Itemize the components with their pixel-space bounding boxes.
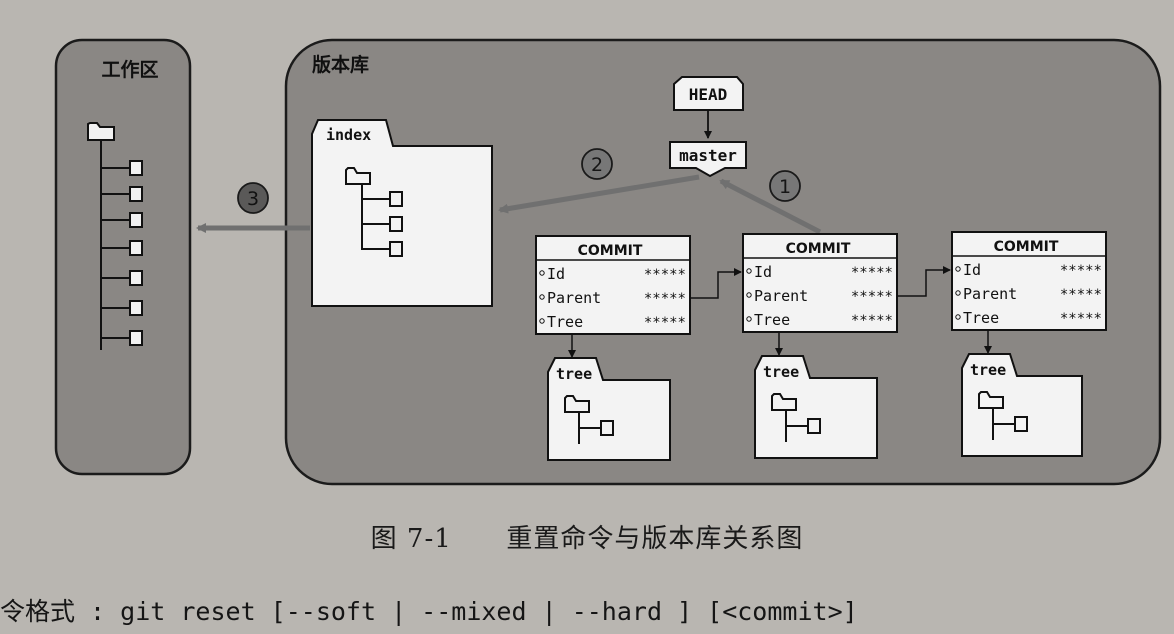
- tree-folder: tree: [961, 353, 1083, 457]
- file-icon: [129, 330, 143, 346]
- file-icon: [129, 212, 143, 228]
- index-label: index: [326, 126, 371, 144]
- file-icon: [389, 241, 403, 257]
- commit-field-name: Id: [547, 265, 565, 283]
- figure-title: 重置命令与版本库关系图: [506, 524, 804, 554]
- commit-field-value: *****: [851, 265, 893, 281]
- file-icon: [129, 300, 143, 316]
- index-folder: index: [311, 119, 493, 307]
- commit-field-name: Id: [754, 263, 772, 281]
- tree-folder: tree: [754, 355, 878, 459]
- workspace-files: [101, 160, 143, 346]
- commit-title: COMMIT: [994, 239, 1059, 255]
- commit-field-value: *****: [851, 289, 893, 305]
- file-icon: [389, 191, 403, 207]
- file-icon: [129, 270, 143, 286]
- workspace-label: 工作区: [101, 58, 158, 81]
- commit-box: COMMIT Id ***** Parent ***** Tree *****: [951, 231, 1107, 331]
- folder-icon: [978, 391, 1004, 409]
- head-label: HEAD: [689, 85, 728, 104]
- commit-field-value: *****: [1060, 287, 1102, 303]
- commit-field-name: Tree: [963, 309, 999, 327]
- commit-field-value: *****: [851, 313, 893, 329]
- svg-text:1: 1: [779, 176, 791, 198]
- head-pointer: HEAD: [673, 76, 744, 111]
- parent-link-arrow: [690, 268, 742, 299]
- file-icon: [600, 420, 614, 436]
- repository-panel: 版本库: [284, 38, 1162, 486]
- commit-field-value: *****: [1060, 263, 1102, 279]
- master-branch: master: [669, 141, 747, 178]
- figure-caption: 图 7-1 重置命令与版本库关系图: [0, 518, 1174, 555]
- commit-box: COMMIT Id ***** Parent ***** Tree *****: [535, 235, 691, 335]
- commit-field-value: *****: [644, 291, 686, 307]
- commit-title: COMMIT: [578, 243, 643, 259]
- commit-field-name: Id: [963, 261, 981, 279]
- step-3-badge: 3: [237, 182, 269, 214]
- file-icon: [129, 186, 143, 202]
- folder-icon: [771, 393, 797, 411]
- folder-icon: [564, 395, 590, 413]
- file-icon: [129, 160, 143, 176]
- commit-field-name: Tree: [754, 311, 790, 329]
- repository-label: 版本库: [312, 53, 369, 76]
- workspace-panel: 工作区: [54, 38, 192, 476]
- step-1-arrow: [719, 178, 822, 235]
- tree-label: tree: [970, 361, 1006, 379]
- commit-field-value: *****: [644, 315, 686, 331]
- step-2-arrow: [498, 174, 700, 214]
- commit-field-name: Parent: [963, 285, 1017, 303]
- workspace-tree: [87, 122, 143, 350]
- step-1-badge: 1: [769, 170, 801, 202]
- commit-field-value: *****: [1060, 311, 1102, 327]
- master-label: master: [679, 146, 737, 165]
- file-icon: [807, 418, 821, 434]
- file-icon: [1014, 416, 1028, 432]
- step-2-badge: 2: [581, 148, 613, 180]
- file-icon: [389, 216, 403, 232]
- commit-field-name: Parent: [547, 289, 601, 307]
- svg-text:2: 2: [591, 154, 603, 176]
- folder-icon: [345, 167, 371, 185]
- commit-field-name: Tree: [547, 313, 583, 331]
- parent-link-arrow: [897, 266, 951, 297]
- svg-text:3: 3: [247, 188, 259, 210]
- tree-folder: tree: [547, 357, 671, 461]
- commit-title: COMMIT: [786, 241, 851, 257]
- tree-label: tree: [763, 363, 799, 381]
- commit-field-value: *****: [644, 267, 686, 283]
- commit-field-name: Parent: [754, 287, 808, 305]
- commit-box: COMMIT Id ***** Parent ***** Tree *****: [742, 233, 898, 333]
- file-icon: [129, 240, 143, 256]
- command-syntax-line: 令格式 : git reset [--soft | --mixed | --ha…: [0, 597, 858, 626]
- figure-number: 图 7-1: [370, 524, 452, 554]
- folder-icon: [87, 122, 115, 141]
- tree-label: tree: [556, 365, 592, 383]
